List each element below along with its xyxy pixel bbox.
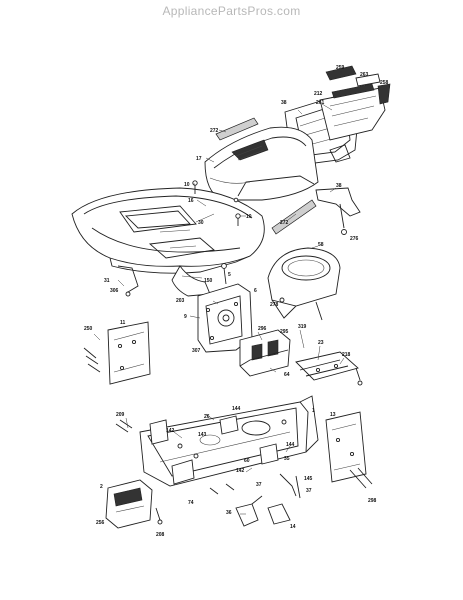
label-58: 58 <box>318 242 324 248</box>
label-6: 6 <box>254 288 257 294</box>
right-tray <box>295 351 363 386</box>
label-145: 145 <box>304 476 313 482</box>
main-frame <box>139 395 319 487</box>
left-side-panel <box>83 321 151 385</box>
label-23: 23 <box>318 340 324 346</box>
label-295: 295 <box>280 329 289 335</box>
label-261: 261 <box>316 100 325 106</box>
label-212: 212 <box>314 91 323 97</box>
label-250: 250 <box>84 326 93 332</box>
label-64: 64 <box>284 372 290 378</box>
label-14: 14 <box>290 524 296 530</box>
label-31: 31 <box>104 278 110 284</box>
leader-lines <box>93 71 345 515</box>
dash-mount-plate <box>197 263 253 353</box>
label-150: 150 <box>204 278 213 284</box>
front-grille <box>105 479 163 529</box>
air-duct <box>267 247 341 321</box>
label-203: 203 <box>176 298 185 304</box>
label-209: 209 <box>116 412 125 418</box>
label-1: 1 <box>312 408 315 414</box>
label-272-top: 272 <box>210 128 219 134</box>
watermark: AppliancePartsPros.com <box>162 4 301 18</box>
label-13: 13 <box>330 412 336 418</box>
frame-brackets <box>115 415 301 499</box>
label-144-top: 144 <box>232 406 241 412</box>
label-276: 276 <box>350 236 359 242</box>
battery-box <box>239 329 291 377</box>
label-37-left: 37 <box>256 482 262 488</box>
label-60: 60 <box>244 458 250 464</box>
label-10-top: 10 <box>184 182 190 188</box>
label-9: 9 <box>184 314 187 320</box>
label-259: 259 <box>336 65 345 71</box>
label-272-lower: 272 <box>280 220 289 226</box>
label-142-lower: 142 <box>236 468 245 474</box>
label-278: 278 <box>270 302 279 308</box>
label-298: 298 <box>368 498 377 504</box>
label-306: 306 <box>110 288 119 294</box>
label-258: 258 <box>380 80 389 86</box>
label-26: 26 <box>204 414 210 420</box>
label-10-lower: 10 <box>246 214 252 220</box>
label-263: 263 <box>360 72 369 78</box>
label-30: 30 <box>198 220 204 226</box>
hood <box>204 126 319 201</box>
callout-labels: 259 263 258 212 38 261 272 17 10 16 38 3… <box>84 65 389 538</box>
lower-link-parts <box>235 495 291 527</box>
label-142-top: 142 <box>166 428 175 434</box>
right-side-panel <box>325 411 373 489</box>
label-208: 208 <box>156 532 165 538</box>
label-5: 5 <box>228 272 231 278</box>
label-2: 2 <box>100 484 103 490</box>
label-17: 17 <box>196 156 202 162</box>
label-74: 74 <box>188 500 194 506</box>
label-38: 38 <box>281 100 287 106</box>
label-16: 16 <box>188 198 194 204</box>
front-cowl <box>117 265 211 297</box>
fender-deck <box>71 187 265 274</box>
label-256: 256 <box>96 520 105 526</box>
label-37-right: 37 <box>306 488 312 494</box>
right-hood-bracket <box>315 187 361 235</box>
label-38-lower: 38 <box>336 183 342 189</box>
label-11: 11 <box>120 320 126 326</box>
label-218: 218 <box>342 352 351 358</box>
label-144-lower: 144 <box>286 442 295 448</box>
label-143: 143 <box>198 432 207 438</box>
label-307: 307 <box>192 348 201 354</box>
hood-trim-strip-lower <box>271 199 317 235</box>
label-36: 36 <box>226 510 232 516</box>
label-296: 296 <box>258 326 267 332</box>
label-35: 35 <box>284 456 290 462</box>
hood-trim-strip-top <box>215 117 259 141</box>
label-319: 319 <box>298 324 307 330</box>
